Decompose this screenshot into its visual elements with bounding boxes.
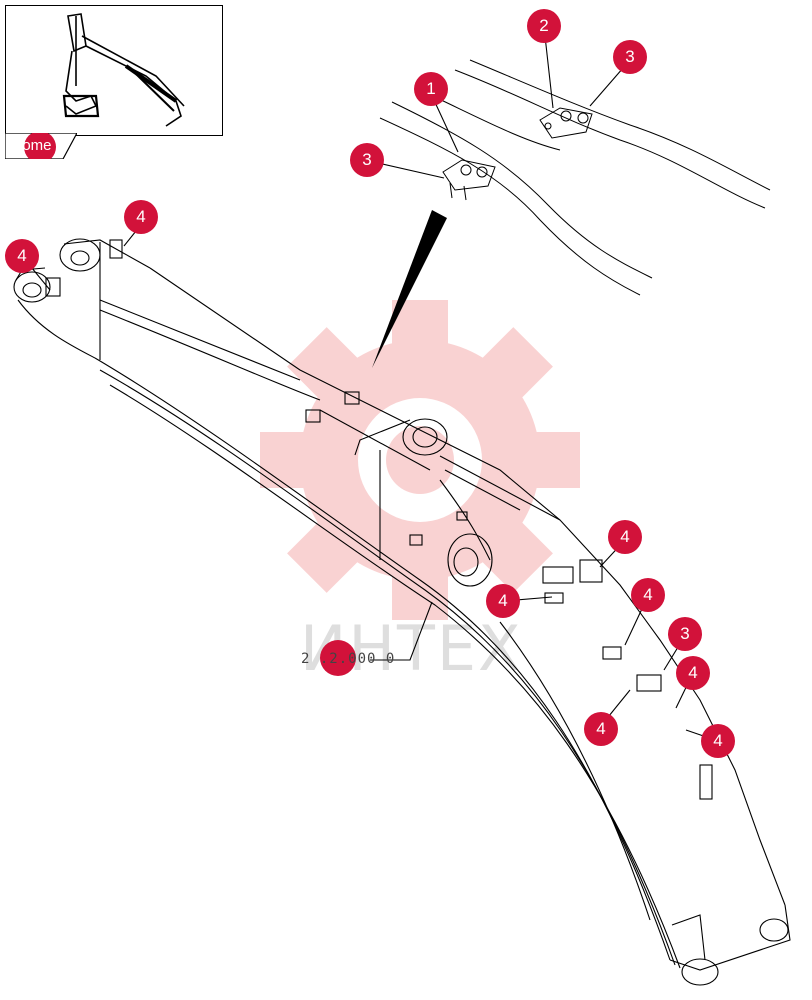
callout-3[interactable]: 3 (350, 143, 384, 177)
callout-4[interactable]: 4 (124, 200, 158, 234)
callout-4[interactable]: 4 (608, 520, 642, 554)
callout-4[interactable]: 4 (676, 656, 710, 690)
reference-number: 2 .2.000 0 (301, 651, 396, 667)
callout-4[interactable]: 4 (5, 239, 39, 273)
boom-body (13, 35, 791, 986)
callout-1[interactable]: 1 (414, 72, 448, 106)
callout-4[interactable]: 4 (631, 578, 665, 612)
overview-thumbnail[interactable] (5, 5, 223, 136)
home-tab[interactable]: home (5, 133, 77, 159)
callout-3[interactable]: 3 (613, 40, 647, 74)
callout-4[interactable]: 4 (486, 584, 520, 618)
callout-3[interactable]: 3 (668, 617, 702, 651)
ref-marker-dot (320, 640, 356, 676)
callout-4[interactable]: 4 (584, 712, 618, 746)
home-tab-shape (5, 133, 77, 159)
detail-pointer (372, 210, 447, 368)
home-label: home (14, 137, 52, 154)
callout-4[interactable]: 4 (701, 724, 735, 758)
excavator-overview-image (62, 13, 185, 127)
callout-2[interactable]: 2 (527, 9, 561, 43)
